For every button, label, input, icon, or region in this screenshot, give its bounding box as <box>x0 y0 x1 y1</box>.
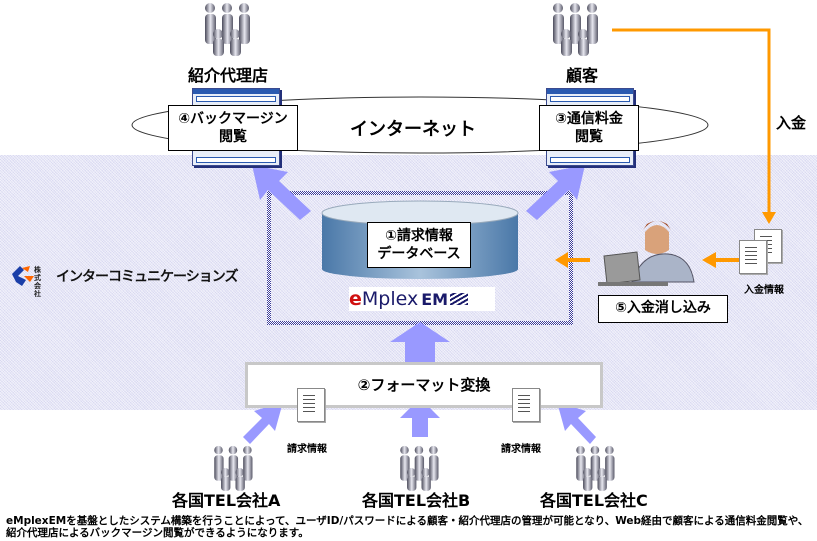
arrow-payment-down <box>762 212 776 224</box>
arrow-telco-a-up <box>243 402 283 444</box>
arrow-telco-b-up <box>400 398 440 437</box>
agency-box-line2: 閲覧 <box>219 129 247 145</box>
diagram-caption: eMplexEMを基盤としたシステム構築を行うことによって、ユーザID/パスワー… <box>6 515 809 539</box>
payment-label: 入金 <box>776 114 807 132</box>
emplex-logo-em: EM <box>421 290 449 309</box>
company-logo-text: インターコミュニケーションズ <box>56 269 238 285</box>
company-prefix: 株式会社 <box>34 266 41 298</box>
billing-info-left-label: 請求情報 <box>287 444 327 455</box>
telco-a-label: 各国TEL会社A <box>172 491 281 510</box>
people-group-icon <box>553 3 598 56</box>
arrow-to-agency-browser <box>252 165 311 220</box>
people-group-icon <box>576 445 615 491</box>
agency-label: 紹介代理店 <box>188 66 269 85</box>
database-line1: ①請求情報 <box>385 228 453 244</box>
people-group-icon <box>214 445 253 491</box>
arrow-info-to-reconcile <box>702 252 740 268</box>
company-logo-icon <box>12 266 34 286</box>
telco-b-label: 各国TEL会社B <box>362 491 471 510</box>
document-icon <box>739 240 767 274</box>
payment-info-label: 入金情報 <box>744 285 784 296</box>
person-laptop-icon <box>598 221 695 286</box>
reconcile-box[interactable]: ⑤入金消し込み <box>598 295 728 323</box>
customer-charges-box[interactable]: ③通信料金 閲覧 <box>539 105 639 151</box>
format-conversion-box[interactable]: ②フォーマット変換 <box>245 362 603 408</box>
emplex-logo-stripes-icon <box>450 293 469 305</box>
document-icon <box>297 388 325 422</box>
agency-box-line1: ④バックマージン <box>178 111 288 127</box>
agency-backmargin-box[interactable]: ④バックマージン 閲覧 <box>168 105 298 151</box>
arrow-telco-c-up <box>557 402 596 444</box>
billing-database-box[interactable]: ①請求情報 データベース <box>367 222 471 268</box>
people-group-icon <box>205 3 250 56</box>
billing-info-right-label: 請求情報 <box>501 444 541 455</box>
people-group-icon <box>400 445 439 491</box>
arrow-reconcile-to-db <box>555 252 590 268</box>
emplex-logo-main: Mplex <box>361 288 419 310</box>
customer-box-line1: ③通信料金 <box>555 111 623 127</box>
emplex-logo-e: e <box>349 288 362 310</box>
payment-flow-line <box>612 28 771 212</box>
internet-label: インターネット <box>350 119 476 140</box>
arrow-format-to-db <box>390 322 450 362</box>
customer-box-line2: 閲覧 <box>575 129 603 145</box>
database-line2: データベース <box>377 246 461 262</box>
internet-ellipse <box>131 96 709 154</box>
document-icon <box>512 388 540 422</box>
telco-c-label: 各国TEL会社C <box>540 491 648 510</box>
arrow-to-customer-browser <box>526 165 585 220</box>
customer-label: 顧客 <box>566 66 599 85</box>
